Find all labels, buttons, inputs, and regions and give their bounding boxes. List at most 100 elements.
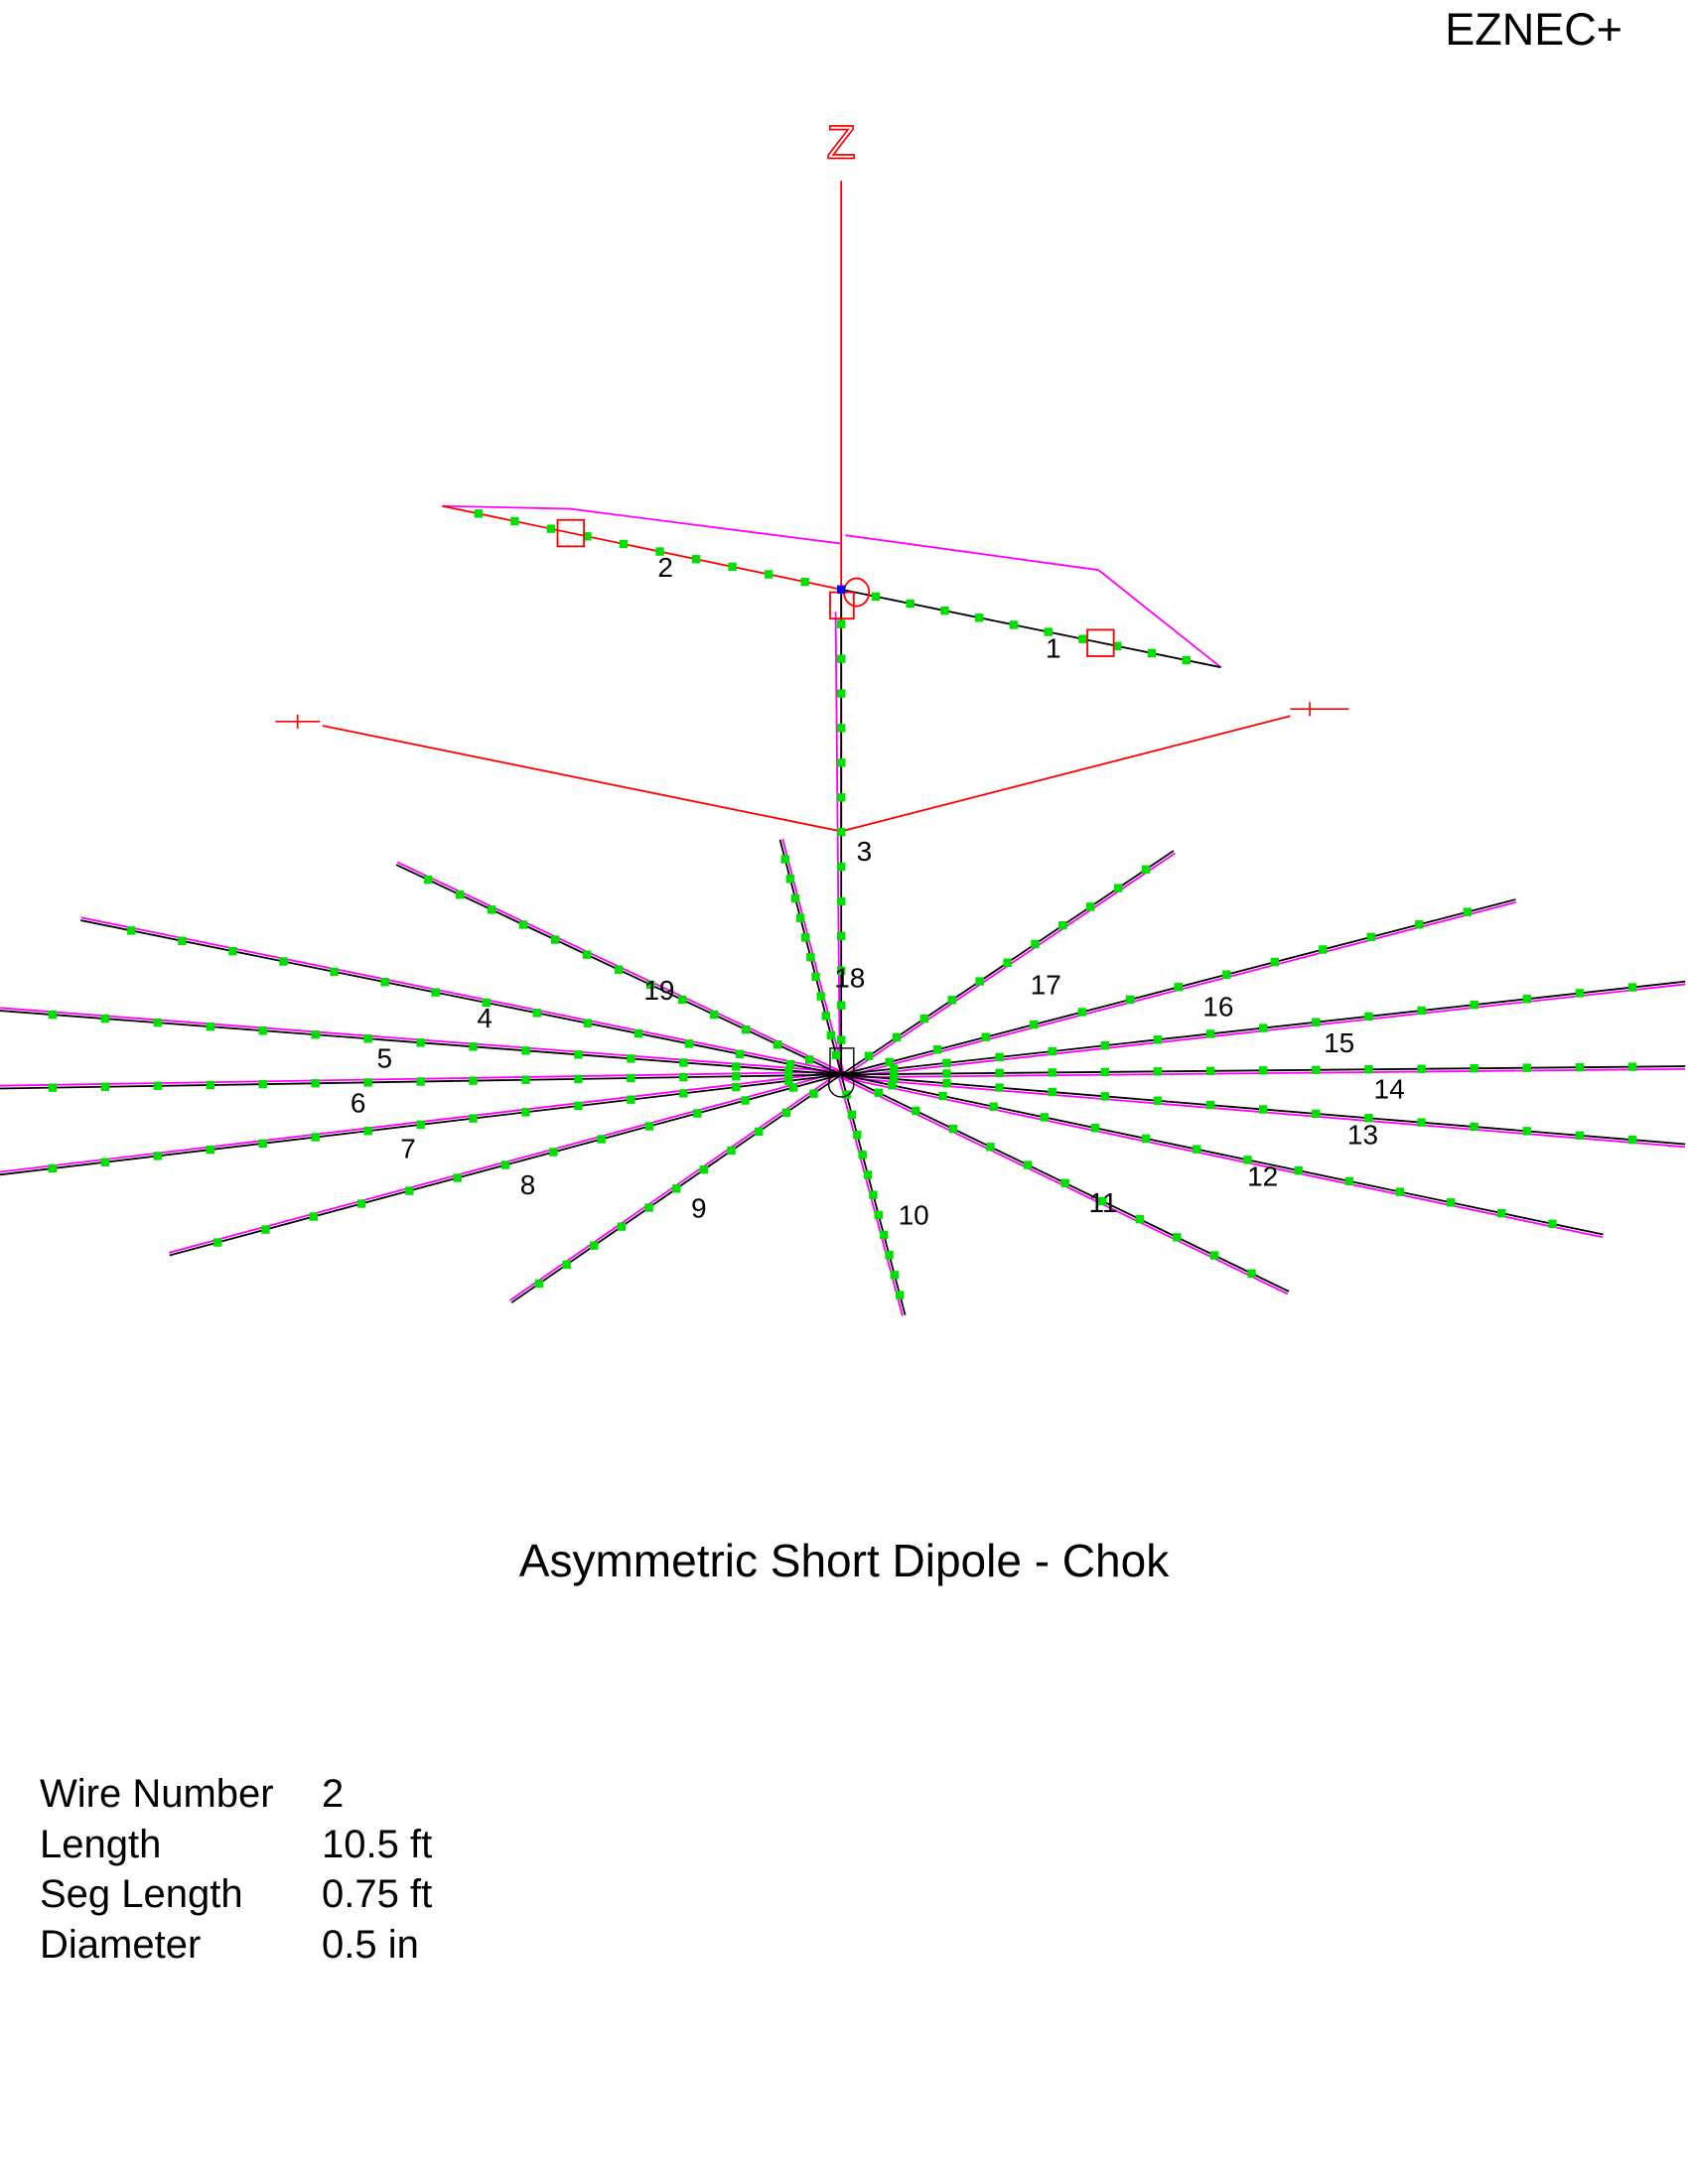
segment-marker xyxy=(423,875,433,885)
segment-marker xyxy=(1470,1000,1478,1010)
segment-marker xyxy=(500,1160,510,1169)
segment-marker xyxy=(785,1059,795,1069)
segment-marker xyxy=(178,936,187,945)
segment-marker xyxy=(784,1066,793,1075)
wire-label-14: 14 xyxy=(1374,1073,1405,1104)
segment-marker xyxy=(614,965,624,974)
segment-marker xyxy=(518,920,528,929)
segment-marker xyxy=(405,1186,414,1195)
segment-marker xyxy=(1446,1198,1456,1207)
segment-marker xyxy=(780,855,789,864)
segment-marker xyxy=(1463,907,1473,916)
segment-marker xyxy=(885,1057,894,1067)
segment-marker xyxy=(874,1210,883,1220)
segment-marker xyxy=(206,1080,215,1090)
segment-marker xyxy=(821,1012,830,1021)
segment-marker xyxy=(800,577,809,587)
segment-marker xyxy=(279,957,288,966)
segment-marker xyxy=(1031,939,1040,949)
segment-marker xyxy=(1147,648,1157,658)
segment-marker xyxy=(453,1173,462,1182)
segment-marker xyxy=(645,980,655,990)
segment-marker xyxy=(469,1114,478,1123)
current-curve xyxy=(834,612,841,1075)
segment-marker xyxy=(709,1010,719,1020)
segment-marker xyxy=(1098,1196,1107,1206)
segment-marker xyxy=(874,1088,883,1097)
segment-marker xyxy=(1247,1269,1256,1278)
segment-marker xyxy=(416,1120,425,1130)
segment-marker xyxy=(1497,1208,1506,1218)
segment-marker xyxy=(995,1083,1004,1092)
segment-marker xyxy=(1319,945,1328,954)
segment-marker xyxy=(975,614,984,622)
segment-marker xyxy=(644,1203,653,1212)
segment-marker xyxy=(1113,641,1122,651)
wire-1[interactable] xyxy=(841,588,1221,669)
segment-marker xyxy=(919,1014,929,1024)
segment-marker xyxy=(416,1038,425,1047)
segment-marker xyxy=(474,509,484,518)
segment-marker xyxy=(550,935,560,944)
segment-marker xyxy=(836,827,846,837)
segment-marker xyxy=(1209,1251,1219,1260)
segment-marker xyxy=(732,1062,741,1071)
segment-marker xyxy=(363,1127,372,1136)
segment-marker xyxy=(684,1039,694,1048)
x-axis-right xyxy=(840,715,1291,833)
segment-marker xyxy=(1174,983,1183,992)
segment-marker xyxy=(1364,1114,1373,1123)
wire-12[interactable] xyxy=(841,1073,1604,1236)
segment-marker xyxy=(356,1199,366,1208)
segment-marker xyxy=(806,952,815,962)
wire-2[interactable] xyxy=(442,504,842,591)
segment-marker xyxy=(728,562,737,572)
segment-marker xyxy=(627,1073,635,1083)
segment-marker xyxy=(562,1260,571,1270)
segment-marker xyxy=(1366,932,1376,942)
segment-marker xyxy=(1023,1160,1033,1169)
current-curve xyxy=(845,534,1222,668)
segment-marker xyxy=(864,1051,874,1060)
segment-marker xyxy=(590,1241,599,1250)
segment-marker xyxy=(989,1102,998,1111)
segment-marker xyxy=(677,995,687,1005)
wire-4[interactable] xyxy=(80,919,842,1076)
segment-marker xyxy=(258,1139,267,1149)
segment-marker xyxy=(583,1019,593,1027)
segment-marker xyxy=(1522,1127,1532,1136)
segment-marker xyxy=(1205,1100,1215,1110)
segment-marker xyxy=(1395,1187,1405,1196)
segment-marker xyxy=(801,933,810,942)
segment-marker xyxy=(741,1096,750,1105)
segment-marker xyxy=(836,931,846,941)
segment-marker xyxy=(487,905,496,914)
segment-marker xyxy=(679,1072,688,1082)
wire-label-16: 16 xyxy=(1202,992,1233,1023)
segment-marker xyxy=(1182,655,1191,665)
segment-marker xyxy=(363,1034,372,1043)
wire-label-4: 4 xyxy=(477,1003,492,1033)
segment-marker xyxy=(482,998,491,1008)
segment-marker xyxy=(1548,1219,1557,1228)
wire-label-2: 2 xyxy=(657,552,673,583)
segment-marker xyxy=(795,913,805,922)
segment-marker xyxy=(1312,1018,1321,1026)
segment-marker xyxy=(679,1058,688,1067)
segment-marker xyxy=(947,996,956,1005)
segment-marker xyxy=(1470,1063,1478,1073)
segment-marker xyxy=(100,1082,110,1091)
segment-marker xyxy=(858,1151,867,1160)
segment-marker xyxy=(1141,865,1151,875)
ground-circle xyxy=(827,1070,855,1098)
wire-label-9: 9 xyxy=(691,1193,707,1224)
segment-marker xyxy=(100,1014,110,1024)
segment-marker xyxy=(809,1089,818,1098)
segment-marker xyxy=(933,1045,942,1054)
segment-marker xyxy=(1627,1135,1637,1145)
segment-marker xyxy=(655,547,664,556)
segment-marker xyxy=(892,1032,902,1042)
